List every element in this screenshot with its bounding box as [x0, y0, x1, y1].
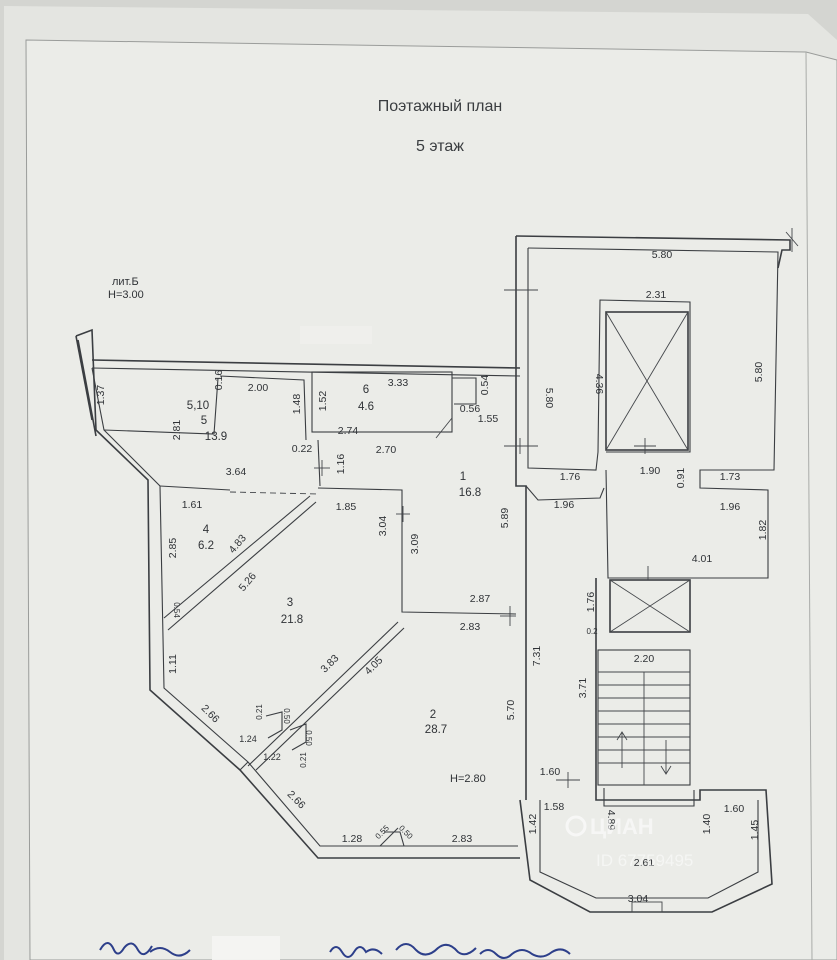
dim-label: 1.42: [527, 814, 539, 835]
handwriting-scribble: [99, 942, 571, 959]
staircase: [597, 649, 691, 786]
room-3-number: 3: [287, 597, 293, 609]
dim-label: 2.31: [646, 289, 667, 301]
dim-label: 1.45: [749, 820, 761, 841]
dim-label: 2.74: [338, 425, 359, 437]
dim-label: 0.54: [479, 375, 491, 396]
dim-label: 1.60: [540, 766, 561, 778]
axis-marks: [314, 228, 799, 913]
dim-label: 0.54: [172, 602, 181, 618]
dim-label: 5.80: [543, 388, 555, 409]
room-labels: 1 16.8 2 28.7 3 21.8 4 6.2 5,10 5 13.9 6…: [187, 384, 481, 736]
dim-label: 0.21: [299, 752, 308, 768]
room-4-area: 6.2: [198, 540, 214, 552]
dim-label: 5.89: [499, 508, 511, 529]
dim-label: 1.61: [182, 499, 203, 511]
dim-label: 1.52: [317, 391, 329, 412]
dim-label: 1.96: [554, 499, 575, 511]
watermark-id: ID 67759495: [596, 851, 693, 870]
dim-label: 1.11: [167, 654, 179, 674]
plan-labels: лит.Б Н=3.00 Н=2.80: [108, 276, 486, 785]
room-6-number: 6: [363, 384, 369, 396]
lit-label: лит.Б: [112, 276, 139, 288]
dim-label: 2.81: [171, 420, 183, 441]
dim-label: 0.2: [586, 627, 598, 636]
room-3-area: 21.8: [281, 614, 303, 626]
dim-label: 1.60: [724, 803, 745, 815]
dim-label: 3.71: [577, 678, 589, 699]
room-2-area: 28.7: [425, 724, 447, 736]
room-2-number: 2: [430, 709, 436, 721]
dim-label: 2.70: [376, 444, 397, 456]
room-5-number: 5: [201, 415, 207, 427]
dim-label: 0.56: [460, 403, 481, 415]
dim-label: 1.16: [335, 454, 347, 475]
dim-label: 3.04: [628, 893, 649, 905]
dim-label: 1.37: [95, 385, 107, 406]
dim-label: 1.22: [263, 752, 281, 762]
dim-label: 3.04: [377, 516, 389, 537]
dim-label: 0.21: [255, 704, 264, 720]
room-1-area: 16.8: [459, 487, 481, 499]
dim-label: 7.31: [531, 646, 543, 667]
dim-label: 1.28: [342, 833, 363, 845]
dim-label: 1.58: [544, 801, 565, 813]
interior-walls: [103, 371, 517, 847]
height-room-label: Н=2.80: [450, 773, 486, 785]
room-5-area: 13.9: [205, 431, 227, 443]
dim-label: 5.70: [505, 700, 517, 721]
watermark: ЦИАН ID 67759495: [565, 814, 693, 870]
dim-label: 1.24: [239, 734, 257, 744]
dim-label: 2.00: [248, 382, 269, 394]
dim-label: 5.80: [652, 249, 673, 261]
elevator-shafts: [605, 311, 691, 633]
dim-label: 1.85: [336, 501, 357, 513]
dim-label: 4.01: [692, 553, 713, 565]
floor-label: 5 этаж: [416, 138, 464, 155]
dim-label: 0.50: [304, 730, 313, 746]
room-5-code: 5,10: [187, 400, 209, 412]
dim-label: 1.48: [291, 394, 303, 415]
dim-label: 2.85: [167, 538, 179, 559]
dim-label: 5.80: [753, 362, 765, 383]
dim-label: 2.20: [634, 653, 655, 665]
dim-label: 4.89: [605, 810, 617, 831]
dim-label: 2.83: [452, 833, 473, 845]
plan-title: Поэтажный план: [377, 98, 503, 115]
dim-label: 0.91: [675, 468, 687, 489]
room-6-area: 4.6: [358, 401, 374, 413]
dim-label: 2.61: [634, 857, 655, 869]
dim-label: 1.40: [701, 814, 713, 835]
dim-label: 3.33: [388, 377, 409, 389]
dim-label: 1.76: [560, 471, 581, 483]
dim-label: 1.76: [585, 592, 597, 613]
dimension-labels: 5.80 5.80 5.80 2.31 4.36 1.37 0.16 2.00 …: [95, 249, 769, 905]
dim-label: 4.36: [593, 374, 605, 395]
dim-label: 1.90: [640, 465, 661, 477]
dim-label: 2.87: [470, 593, 491, 605]
room-4-number: 4: [203, 524, 210, 536]
dim-label: 0.16: [213, 370, 225, 391]
dim-label: 1.82: [757, 520, 769, 541]
watermark-brand: ЦИАН: [590, 814, 654, 839]
dim-label: 1.73: [720, 471, 741, 483]
dim-label: 0.50: [282, 708, 291, 724]
dim-label: 1.96: [720, 501, 741, 513]
dim-label: 3.64: [226, 466, 247, 478]
room-1-number: 1: [460, 471, 466, 483]
dim-label: 3.09: [409, 534, 421, 555]
dim-label: 2.83: [460, 621, 481, 633]
dim-label: 0.22: [292, 443, 313, 455]
height-main-label: Н=3.00: [108, 289, 144, 301]
dim-label: 1.55: [478, 413, 499, 425]
